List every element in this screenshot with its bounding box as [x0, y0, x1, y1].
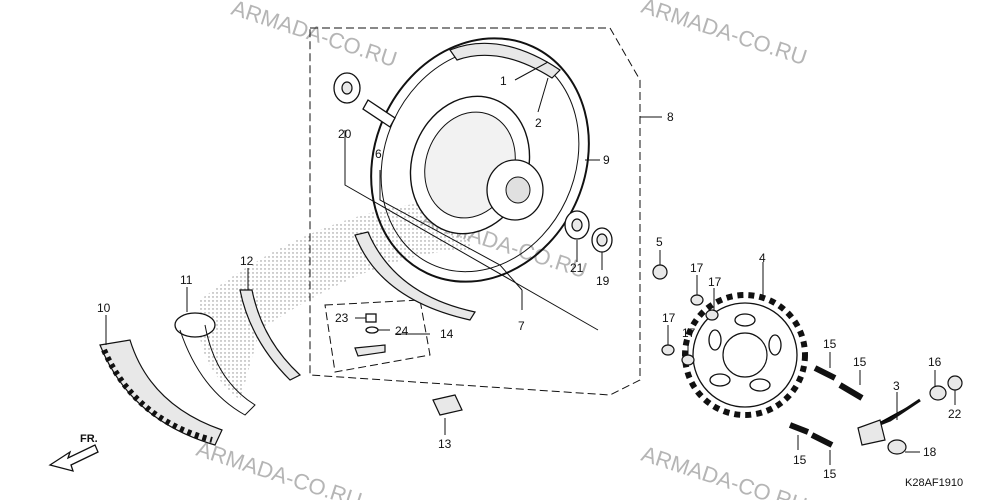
- callout-17-c: 17: [662, 311, 676, 325]
- valve-cap-23: [365, 313, 377, 323]
- bearing-21-bore: [571, 218, 583, 232]
- rim-strip-12: [239, 289, 302, 381]
- callout-5: 5: [656, 235, 663, 249]
- callout-12: 12: [240, 254, 254, 268]
- nut-18: [887, 439, 907, 455]
- nut-17-a: [690, 294, 704, 306]
- watermark-5: ARMADA-CO.RU: [638, 441, 810, 500]
- callout-1: 1: [500, 74, 507, 88]
- hub-bore: [505, 176, 531, 204]
- nut-17-b: [705, 309, 719, 321]
- callout-17-b: 17: [708, 275, 722, 289]
- part-13: [432, 394, 463, 416]
- callout-15-a: 15: [823, 337, 837, 351]
- callout-2: 2: [535, 116, 542, 130]
- diagram-code: K28AF1910: [905, 477, 963, 489]
- watermark-4: ARMADA-CO.RU: [193, 436, 365, 500]
- callout-24: 24: [395, 324, 409, 338]
- sprocket-hole-4: [709, 373, 731, 387]
- callout-9: 9: [603, 153, 610, 167]
- callout-4: 4: [759, 251, 766, 265]
- rim-band: [354, 231, 476, 321]
- sprocket-hole-3: [749, 378, 771, 392]
- callout-8: 8: [667, 110, 674, 124]
- valve-assembly-outline: [324, 299, 431, 373]
- nut-16: [929, 385, 947, 401]
- shading-area: [198, 200, 470, 400]
- callout-18: 18: [923, 445, 937, 459]
- callout-19: 19: [596, 274, 610, 288]
- sprocket-hole-5: [708, 329, 722, 351]
- callout-13: 13: [438, 437, 452, 451]
- callout-6: 6: [375, 147, 382, 161]
- callout-15-d: 15: [823, 467, 837, 481]
- nut-22: [947, 375, 963, 391]
- callout-20: 20: [338, 127, 352, 141]
- spacer-6: [362, 99, 396, 128]
- leader-lines: [105, 61, 956, 465]
- collar-5: [652, 264, 668, 280]
- front-arrow-icon: [48, 444, 99, 472]
- nut-17-d: [681, 354, 695, 366]
- callout-3: 3: [893, 379, 900, 393]
- bolt-15-b: [838, 382, 864, 401]
- sprocket-hole-1: [734, 313, 756, 327]
- tire-tread: [101, 348, 213, 443]
- tire-10: [99, 339, 223, 446]
- callout-7: 7: [518, 319, 525, 333]
- adjuster-plate: [857, 419, 886, 446]
- watermark-1: ARMADA-CO.RU: [228, 0, 400, 72]
- bearing-20-bore: [341, 81, 353, 95]
- direction-label: FR.: [80, 433, 98, 445]
- valve-body: [354, 344, 386, 357]
- bolt-15-c: [788, 422, 810, 435]
- callout-22: 22: [948, 407, 962, 421]
- bolt-15-d: [810, 432, 834, 448]
- callout-10: 10: [97, 301, 111, 315]
- callout-14: 14: [440, 327, 454, 341]
- watermark-2: ARMADA-CO.RU: [638, 0, 810, 70]
- callout-17-d: 17: [682, 326, 696, 340]
- sprocket-hole-2: [768, 334, 782, 356]
- seal-19-bore: [596, 233, 608, 247]
- callout-15-c: 15: [793, 453, 807, 467]
- callout-23: 23: [335, 311, 349, 325]
- sprocket-center: [722, 332, 768, 378]
- assembly-outline: [309, 27, 641, 396]
- valve-nut-24: [365, 326, 379, 334]
- bolt-15-a: [813, 365, 837, 381]
- callout-21: 21: [570, 261, 584, 275]
- callout-16: 16: [928, 355, 942, 369]
- callout-17-a: 17: [690, 261, 704, 275]
- rim-band-top: [449, 42, 561, 79]
- tube-11: [174, 312, 216, 338]
- tube-11-body: [179, 324, 256, 416]
- callout-11: 11: [180, 273, 193, 287]
- nut-17-c: [661, 344, 675, 356]
- callout-15-b: 15: [853, 355, 867, 369]
